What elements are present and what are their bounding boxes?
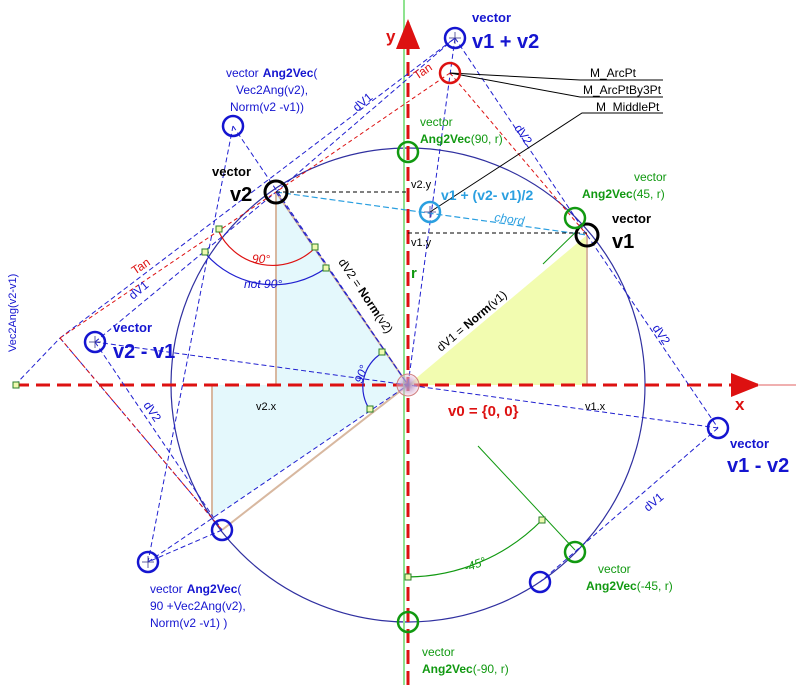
angm45-vector-word: vector [598, 562, 631, 576]
topleft-paren: ( [313, 66, 317, 80]
dv2-label-right: dV2 [650, 322, 674, 348]
point-tan[interactable] [438, 61, 462, 85]
sum-name: v1 + v2 [472, 31, 539, 53]
x-axis-label: x [735, 395, 745, 414]
point-ang90[interactable] [396, 140, 420, 164]
sum-vector-word: vector [472, 10, 511, 25]
angle-not90-label: not 90° [244, 277, 282, 291]
angm90-func: Ang2Vec [422, 662, 473, 676]
midpoint-label: v1 + (v2- v1)/2 [441, 187, 533, 203]
origin-label: v0 = {0, 0} [448, 403, 519, 420]
angle-90-blue-label: 90° [352, 363, 371, 385]
v1-triangle-fill [408, 235, 587, 385]
chord-label: chord [494, 210, 526, 228]
topleft-line2: Vec2Ang(v2), [236, 83, 308, 97]
point-v2-minus-v1[interactable] [83, 330, 107, 354]
point-v1[interactable] [574, 222, 600, 248]
point-ang45[interactable] [563, 206, 587, 230]
topleft-vector-word: vector [226, 66, 259, 80]
point-v2[interactable] [263, 179, 289, 205]
angle-90-red-label: 90° [252, 252, 270, 266]
angm45-func: Ang2Vec [586, 579, 637, 593]
point-angm45[interactable] [563, 540, 587, 564]
angle-arc-minus45 [407, 519, 543, 578]
green-leader-minus45 [477, 445, 576, 551]
point-v1-minus-v2[interactable] [706, 416, 730, 440]
ang90-formula: Ang2Vec(90, r) [420, 132, 503, 146]
blue-construction-lines [14, 37, 719, 583]
bottomleft-line3: Norm(v2 -v1) ) [150, 616, 227, 630]
m-arcpt-label: M_ArcPt [590, 66, 637, 80]
topleft-line1: vector Ang2Vec( [226, 66, 317, 80]
origin-point[interactable] [396, 373, 420, 397]
r-label: r [411, 265, 417, 282]
labels: x y r v0 = {0, 0} vector v1 vector v2 ve… [7, 10, 789, 676]
ang45-args: (45, r) [633, 187, 665, 201]
v1y-label: v1.y [411, 237, 432, 249]
diff-name: v1 - v2 [727, 455, 789, 477]
tan-label-left: Tan [129, 255, 153, 277]
point-midpoint[interactable] [418, 200, 442, 224]
point-ang2vec-bottom[interactable] [136, 550, 160, 574]
bottomleft-vector-word: vector [150, 582, 183, 596]
angm90-formula: Ang2Vec(-90, r) [422, 662, 509, 676]
coordinate-guides [276, 191, 587, 234]
ang45-func: Ang2Vec [582, 187, 633, 201]
v2-vector-word: vector [212, 164, 251, 179]
bottomleft-paren: ( [237, 582, 241, 596]
v2x-label: v2.x [256, 401, 277, 413]
bottomleft-line1: vector Ang2Vec( [150, 582, 241, 596]
v2y-label: v2.y [411, 179, 432, 191]
v2-name: v2 [230, 184, 252, 206]
v1-name: v1 [612, 231, 634, 253]
tan-label-top: Tan [411, 60, 435, 82]
dv1-label-right: dV1 [641, 490, 667, 515]
y-axis-label: y [386, 27, 396, 46]
ang90-args: (90, r) [471, 132, 503, 146]
point-angm90[interactable] [396, 610, 420, 634]
angm90-args: (-90, r) [473, 662, 509, 676]
angm45-formula: Ang2Vec(-45, r) [586, 579, 673, 593]
dv1-label-top: dV1 [350, 90, 376, 115]
angle-arc-90-red [217, 229, 316, 266]
point-ang2vec-top[interactable] [221, 114, 245, 138]
angle-arc-not90 [204, 252, 327, 286]
ang90-func: Ang2Vec [420, 132, 471, 146]
v1-vector-word: vector [612, 211, 651, 226]
diff21-name: v2 - v1 [113, 341, 175, 363]
angm45-args: (-45, r) [637, 579, 673, 593]
bottomleft-func: Ang2Vec [187, 582, 238, 596]
vec2ang-side-label: Vec2Ang(v2-v1) [7, 274, 19, 352]
point-crosshairs [89, 32, 461, 568]
bottomleft-line2: 90 +Vec2Ang(v2), [150, 599, 246, 613]
ang45-vector-word: vector [634, 170, 667, 184]
diff-vector-word: vector [730, 436, 769, 451]
m-arcptby3pt-label: M_ArcPtBy3Pt [583, 83, 662, 97]
point-v1-plus-v2[interactable] [443, 26, 467, 50]
dv2-label-left: dV2 [141, 399, 165, 425]
pointer-lines [429, 72, 663, 213]
topleft-func: Ang2Vec [263, 66, 314, 80]
angle-minus45-label: -45° [462, 554, 488, 575]
ang45-formula: Ang2Vec(45, r) [582, 187, 665, 201]
angle-arc-90-blue [362, 352, 383, 411]
chord-line [275, 191, 588, 236]
diff21-vector-word: vector [113, 320, 152, 335]
point-lower-left[interactable] [210, 518, 234, 542]
topleft-line3: Norm(v2 -v1)) [230, 100, 304, 114]
angm90-vector-word: vector [422, 645, 455, 659]
point-lower-right[interactable] [528, 570, 552, 594]
ang90-vector-word: vector [420, 115, 453, 129]
handle-squares [12, 225, 546, 581]
dv2-label-top: dV2 [512, 122, 536, 148]
v1x-label: v1.x [585, 401, 606, 413]
m-middlept-label: M_MiddlePt [596, 100, 660, 114]
